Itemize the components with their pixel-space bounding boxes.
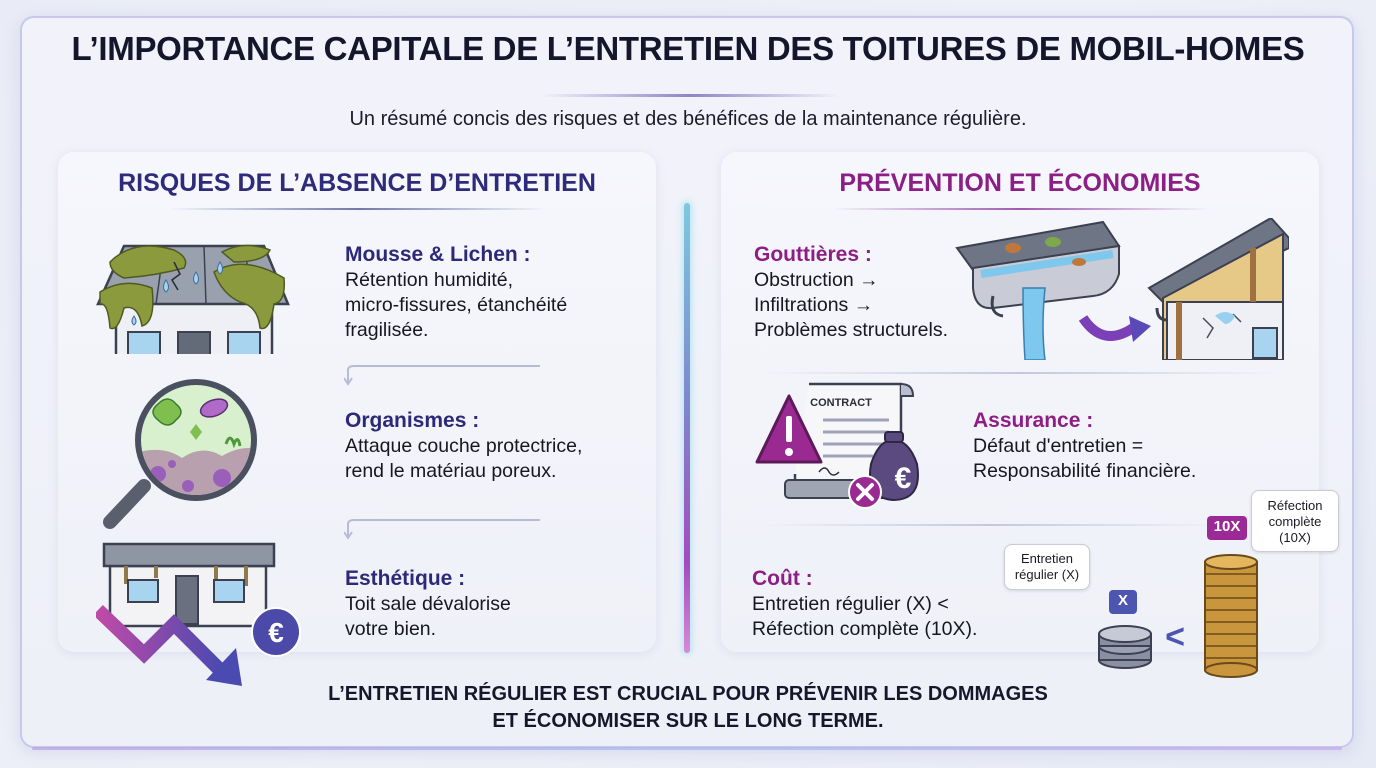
risk-aesthetic-heading: Esthétique : [345,567,466,590]
large-coin-stack [1204,554,1258,678]
coin-stacks-icon: < [1098,554,1258,678]
footer-line-1: L’ENTRETIEN RÉGULIER EST CRUCIAL POUR PR… [328,683,1048,705]
cost-line-1: Entretien régulier (X) < [752,593,949,615]
down-arrow-connector [344,519,540,540]
insurance-line-1: Défaut d'entretien = [973,435,1144,457]
risk-moss-line-3: fragilisée. [345,319,429,341]
small-bubble-line-1: Entretien [1020,551,1074,566]
risk-aesthetic-line-2: votre bien. [345,618,437,640]
insurance-heading: Assurance : [973,409,1094,432]
large-bubble-line-1: Réfection [1267,498,1323,513]
gutters-line-1: Obstruction → [754,269,879,291]
insurance-line-2: Responsabilité financière. [973,460,1197,482]
risk-organisms-line-2: rend le matériau poreux. [345,460,557,482]
prevention-panel: PRÉVENTION ET ÉCONOMIES Gouttières : Obs… [721,152,1339,678]
risk-organisms-heading: Organismes : [345,409,480,432]
risks-panel: RISQUES DE L’ABSENCE D’ENTRETIEN Mousse … [58,152,656,686]
risk-moss-line-2: micro-fissures, étanchéité [345,294,568,316]
risk-moss-line-1: Rétention humidité, [345,269,514,291]
cost-line-2: Réfection complète (10X). [752,618,978,640]
magnifier-microbes-icon [103,379,257,529]
risks-title-rule [168,208,548,210]
svg-text:<: < [1165,618,1185,656]
large-cost-tag: 10X [1207,516,1247,540]
contract-warning-icon: CONTRACT € [755,382,919,509]
cost-heading: Coût : [752,567,813,590]
prevention-panel-title: PRÉVENTION ET ÉCONOMIES [839,169,1201,197]
page-subtitle: Un résumé concis des risques et des béné… [349,108,1027,130]
prevention-item-insurance: Assurance : Défaut d'entretien = Respons… [973,408,1196,484]
gutters-line-2: Infiltrations → [754,294,874,316]
small-cost-bubble: Entretien régulier (X) [1004,544,1090,590]
small-cost-tag: X [1109,590,1137,614]
svg-text:€: € [895,462,912,495]
risk-item-moss: Mousse & Lichen : Rétention humidité, mi… [345,242,567,343]
risk-organisms-line-1: Attaque couche protectrice, [345,435,583,457]
prevention-item-cost: Coût : Entretien régulier (X) < Réfectio… [752,566,977,642]
large-bubble-line-2: complète [1268,514,1322,529]
clogged-gutter-icon [955,218,1289,360]
footer-conclusion: L’ENTRETIEN RÉGULIER EST CRUCIAL POUR PR… [0,681,1376,735]
section-separator [761,524,1221,526]
svg-text:€: € [268,617,284,648]
down-arrow-connector [344,365,540,386]
svg-text:CONTRACT: CONTRACT [810,397,872,409]
risk-item-organisms: Organismes : Attaque couche protectrice,… [345,408,582,484]
risks-panel-title: RISQUES DE L’ABSENCE D’ENTRETIEN [118,169,596,197]
prevention-item-gutters: Gouttières : Obstruction → Infiltrations… [754,242,948,343]
mossy-roof-icon [96,244,290,354]
large-cost-bubble: Réfection complète (10X) [1251,490,1339,552]
small-bubble-line-2: régulier (X) [1014,567,1080,582]
page-title: L’IMPORTANCE CAPITALE DE L’ENTRETIEN DES… [71,30,1305,67]
gutters-line-3: Problèmes structurels. [754,319,948,341]
risk-moss-heading: Mousse & Lichen : [345,243,531,266]
risk-item-aesthetic: Esthétique : Toit sale dévalorise votre … [345,566,511,642]
devalued-home-icon: € [96,542,301,686]
large-bubble-line-3: (10X) [1279,530,1311,545]
center-divider [684,203,690,653]
section-separator [761,372,1281,374]
footer-line-2: ET ÉCONOMISER SUR LE LONG TERME. [492,710,884,732]
gutters-heading: Gouttières : [754,243,872,266]
prevention-title-rule [831,208,1211,210]
small-coin-stack [1098,625,1152,669]
title-underline [540,94,840,97]
risk-aesthetic-line-1: Toit sale dévalorise [345,593,511,615]
